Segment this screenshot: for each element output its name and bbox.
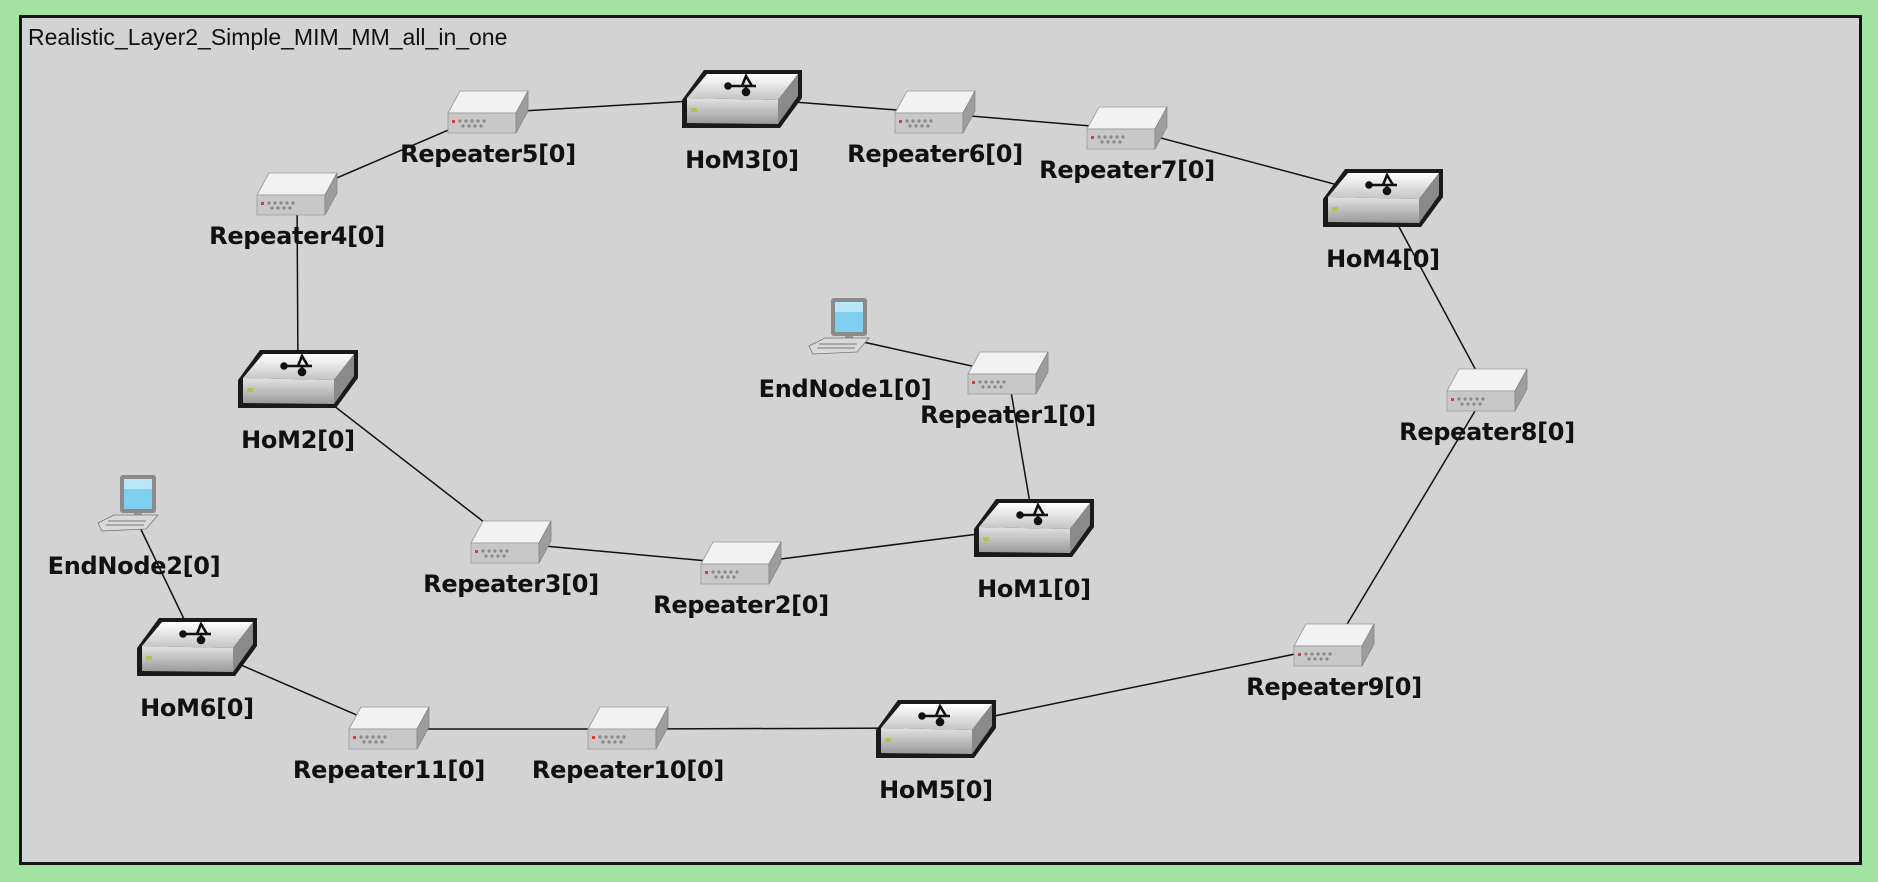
network-title: Realistic_Layer2_Simple_MIM_MM_all_in_on…	[28, 24, 508, 50]
node-label: Repeater5[0]	[400, 140, 576, 168]
node-label: HoM2[0]	[241, 426, 355, 454]
repeater-icon	[348, 706, 430, 750]
node-label: Repeater2[0]	[653, 591, 829, 619]
repeater-icon	[1086, 106, 1168, 150]
repeater-icon	[587, 706, 669, 750]
repeater-icon	[1446, 368, 1528, 412]
repeater-icon	[1293, 623, 1375, 667]
node-label: EndNode1[0]	[758, 375, 932, 403]
hom-icon	[682, 70, 802, 128]
repeater-icon	[447, 90, 529, 134]
node-label: Repeater3[0]	[423, 570, 599, 598]
hom-icon	[137, 618, 257, 676]
repeater-icon	[470, 520, 552, 564]
repeater-icon	[894, 90, 976, 134]
node-label: HoM6[0]	[140, 694, 254, 722]
node-label: HoM5[0]	[879, 776, 993, 804]
hom-icon	[238, 350, 358, 408]
hom-icon	[1323, 169, 1443, 227]
endnode-icon	[808, 298, 870, 355]
hom-icon	[974, 499, 1094, 557]
node-label: EndNode2[0]	[47, 552, 221, 580]
link-hom2-rep4	[296, 194, 299, 379]
node-label: Repeater8[0]	[1399, 418, 1575, 446]
endnode-icon	[97, 475, 159, 532]
node-label: Repeater1[0]	[920, 401, 1096, 429]
repeater-icon	[256, 172, 338, 216]
node-label: Repeater9[0]	[1246, 673, 1422, 701]
repeater-icon	[700, 541, 782, 585]
node-label: HoM3[0]	[685, 146, 799, 174]
link-hom4-rep8	[1382, 196, 1488, 392]
node-label: Repeater6[0]	[847, 140, 1023, 168]
network-canvas[interactable]: Realistic_Layer2_Simple_MIM_MM_all_in_on…	[19, 15, 1862, 865]
link-rep8-rep9	[1333, 390, 1488, 647]
node-label: Repeater7[0]	[1039, 156, 1215, 184]
link-rep9-hom5	[935, 645, 1335, 729]
node-label: Repeater10[0]	[531, 756, 725, 784]
node-label: HoM1[0]	[977, 575, 1091, 603]
node-label: Repeater11[0]	[292, 756, 486, 784]
node-label: Repeater4[0]	[209, 222, 385, 250]
repeater-icon	[967, 351, 1049, 395]
hom-icon	[876, 700, 996, 758]
node-label: HoM4[0]	[1326, 245, 1440, 273]
